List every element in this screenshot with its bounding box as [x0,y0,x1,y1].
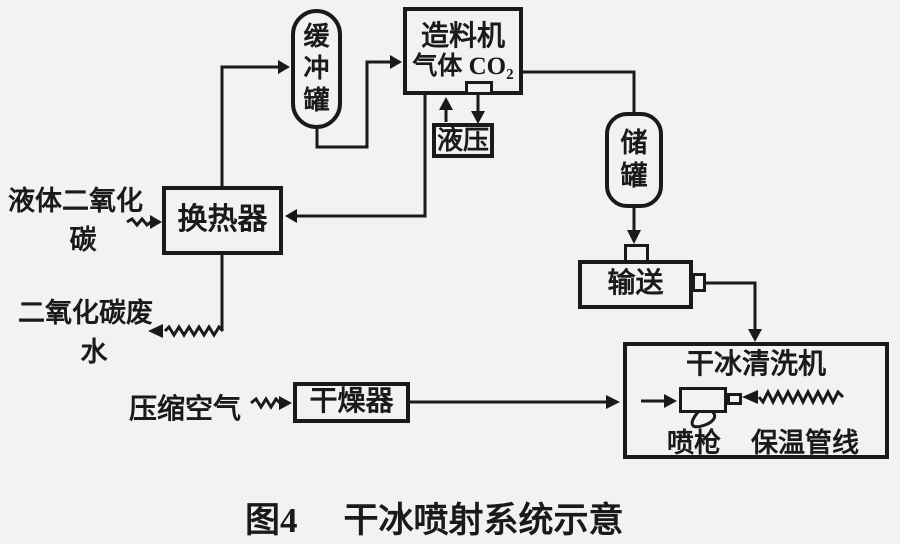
label-compressed-air: 压缩空气 [129,394,242,425]
spray-gun-nozzle [690,409,717,429]
node-dryer: 干燥器 [293,382,410,423]
arrowhead-hydraulic-up [439,97,453,110]
line-liquidco2-to-heatexchanger [126,216,152,228]
conveyor-label: 输送 [607,268,664,300]
spray-gun-label: 喷枪 [667,428,721,458]
arrowhead-into-cleaner-top [748,329,762,342]
heat-exchanger-label: 换热器 [177,203,268,237]
insulated-line-label: 保温管线 [751,428,859,458]
conveyor-outlet-port [692,273,706,292]
node-hydraulic: 液压 [432,123,494,158]
arrowhead-into-dryer [279,396,292,410]
line-heatexchanger-to-waste [163,252,225,338]
cleaner-title: 干冰清洗机 [685,349,826,380]
arrowhead-into-cleaner-left [606,395,620,409]
arrowhead-into-waste-label [148,324,163,338]
pelletizer-outlet-port [465,81,493,95]
line-buffertank-to-pelletizer [315,60,390,149]
buffer-tank-label: 缓冲罐 [303,22,330,115]
figure-title: 干冰喷射系统示意 [343,501,624,540]
storage-tank-label: 储罐 [620,128,648,191]
node-pelletizer: 造料机 气体 CO₂ [403,7,523,95]
arrowhead-into-gun [664,394,677,408]
line-conveyor-to-cleaner [705,281,757,329]
line-pelletizer-to-heatexchanger [297,90,427,218]
dryer-label: 干燥器 [309,386,394,418]
figure-caption: 图4 干冰喷射系统示意 [245,492,624,543]
line-pelletizer-to-storagetank [523,70,636,118]
label-liquid-co2: 液体二氧化 碳 [8,179,158,257]
arrowhead-hydraulic-down [471,111,485,124]
line-insulated-pipe [757,388,845,406]
node-heat-exchanger: 换热器 [162,186,283,255]
pelletizer-subtitle: 气体 CO₂ [412,52,514,80]
spray-gun [679,387,727,413]
arrowhead-into-pelletizer [390,55,402,69]
arrowhead-into-conveyor [627,230,641,244]
node-cleaner: 干冰清洗机 喷枪 保温管线 [623,342,889,459]
arrowhead-liquidco2 [150,215,162,229]
spray-gun-port [727,393,742,405]
hydraulic-label: 液压 [436,125,489,155]
label-co2-waste-line1: 二氧化碳废 [18,298,153,328]
label-liquid-co2-line1: 液体二氧化 [8,186,143,216]
line-compressedair-to-dryer [250,396,282,410]
pelletizer-title: 造料机 [420,20,505,52]
label-co2-waste: 二氧化碳废 水 [18,291,170,369]
label-liquid-co2-line2: 碳 [69,225,97,255]
figure-number: 图4 [245,501,298,540]
node-buffer-tank: 缓冲罐 [291,9,342,129]
arrowhead-insulated-into-gun [742,390,758,404]
label-co2-waste-line2: 水 [80,337,108,367]
arrowhead-into-buffertank [278,60,290,74]
node-conveyor: 输送 [578,260,693,309]
arrowhead-into-heatexchanger [285,209,297,223]
node-storage-tank: 储罐 [605,112,663,208]
